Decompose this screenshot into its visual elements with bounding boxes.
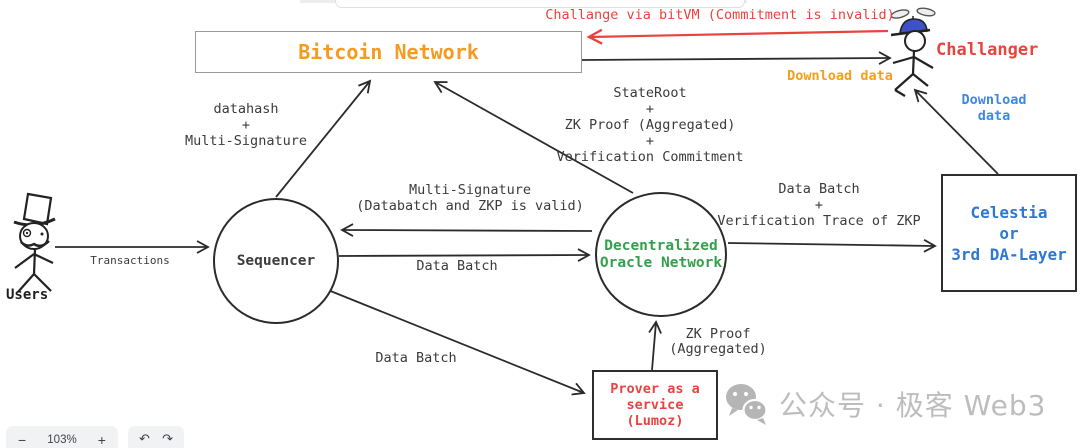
label-zk-proof-aggregated: ZK Proof (Aggregated) bbox=[669, 326, 767, 357]
label-stateroot-zkproof-commitment: StateRoot + ZK Proof (Aggregated) + Veri… bbox=[556, 85, 744, 165]
label-data-batch-to-prover: Data Batch bbox=[375, 350, 457, 366]
watermark: 公众号 · 极客 Web3 bbox=[725, 382, 1046, 426]
redo-button[interactable]: ↷ bbox=[162, 432, 173, 447]
zoom-level: 103% bbox=[47, 433, 77, 446]
label-datahash-multisignature: datahash + Multi-Signature bbox=[185, 101, 307, 149]
node-prover-as-a-service: Prover as a service (Lumoz) bbox=[592, 370, 718, 440]
label-challenge-via-bitvm: Challange via bitVM (Commitment is inval… bbox=[545, 7, 895, 23]
undo-button[interactable]: ↶ bbox=[139, 432, 150, 447]
zoom-in-button[interactable]: + bbox=[97, 431, 106, 448]
users-figure-icon bbox=[13, 192, 56, 293]
zoom-control: − 103% + bbox=[6, 426, 118, 448]
label-multisignature-valid: Multi-Signature (Databatch and ZKP is va… bbox=[356, 182, 584, 214]
watermark-text: 公众号 · 极客 Web3 bbox=[779, 389, 1047, 422]
node-celestia-da-layer: Celestia or 3rd DA-Layer bbox=[941, 174, 1077, 292]
label-download-data-bitcoin: Download data bbox=[787, 68, 893, 84]
label-data-batch-to-oracle: Data Batch bbox=[416, 258, 498, 274]
history-control: ↶ ↷ bbox=[128, 426, 184, 448]
arrow-challanger-to-bitcoin-red bbox=[589, 31, 889, 37]
challanger-figure-icon bbox=[890, 7, 936, 97]
arrow-bitcoin-to-challanger bbox=[581, 51, 892, 65]
arrow-sequencer-to-oracle bbox=[338, 248, 591, 262]
wechat-icon bbox=[726, 384, 768, 425]
node-decentralized-oracle-network: Decentralized Oracle Network bbox=[595, 192, 727, 317]
zoom-out-button[interactable]: − bbox=[18, 431, 27, 448]
label-users: Users bbox=[6, 287, 49, 303]
arrow-oracle-to-sequencer bbox=[340, 223, 593, 237]
node-bitcoin-network: Bitcoin Network bbox=[195, 31, 582, 73]
label-download-data-da: Download data bbox=[961, 92, 1027, 124]
label-challanger: Challanger bbox=[936, 40, 1039, 60]
arrow-oracle-to-celestia bbox=[727, 239, 937, 253]
arrow-prover-to-oracle bbox=[648, 320, 662, 371]
label-transactions: Transactions bbox=[90, 254, 170, 267]
node-sequencer: Sequencer bbox=[213, 198, 339, 324]
arrow-sequencer-to-prover bbox=[327, 289, 586, 396]
label-data-batch-verification-trace: Data Batch + Verification Trace of ZKP bbox=[717, 181, 921, 229]
